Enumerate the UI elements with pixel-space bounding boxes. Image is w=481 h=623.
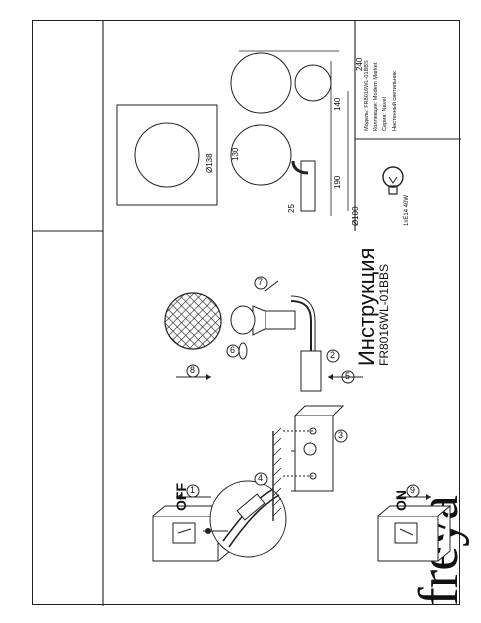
side-view [230,50,349,216]
step-2-label: 2 [330,350,336,360]
spec-type: Настенный светильник [392,71,398,131]
step-3-label: 3 [338,430,344,440]
step-2-marker [326,349,340,363]
dimension-drawings [116,50,349,216]
step-4-label: 4 [258,473,264,483]
globe-shade [164,292,222,350]
step-8-label: 8 [190,365,196,375]
spec-model: Модель: FR8016WL-01BBS [363,60,371,131]
installation-diagram [152,276,452,562]
step-6-marker [226,342,248,360]
layout-lines [33,21,461,606]
spec-collection: Коллекция: Modern Market [372,63,380,131]
step-7-label: 7 [258,277,264,287]
step-5-label: 5 [345,371,351,381]
step-1-label: 1 [190,485,196,495]
dim-25: 25 [287,204,296,213]
lamp-arm [290,295,363,392]
spec-collection-value: Modern Market [373,62,379,101]
step-3-marker [334,429,348,443]
dim-100: Ø100 [351,206,360,226]
step-1-marker [176,484,211,500]
lamp-socket [230,276,296,336]
spec-collection-label: Коллекция: [373,101,379,131]
dim-140: 140 [333,97,342,111]
front-view [116,104,218,206]
spec-model-label: Модель: [364,109,370,131]
bulb-icon [382,166,404,195]
dim-190: 190 [333,175,342,189]
dim-138: Ø138 [205,153,214,173]
switch-box-on [377,505,452,562]
step-9-label: 9 [410,485,416,495]
spec-series-label: Серия: [382,113,388,131]
dim-130: 130 [231,147,240,161]
instruction-sheet: freya Инструкция FR8016WL-01BBS [32,20,470,606]
spec-series: Серия: Navel [381,97,389,131]
step-8-marker [176,364,211,380]
mounting-plate [283,405,345,492]
spec-series-value: Navel [382,97,388,112]
spec-model-value: FR8016WL-01BBS [364,60,370,108]
step-9-marker [396,484,431,500]
step-6-label: 6 [230,345,236,355]
bulb-spec: 1xE14 40W [404,194,410,226]
